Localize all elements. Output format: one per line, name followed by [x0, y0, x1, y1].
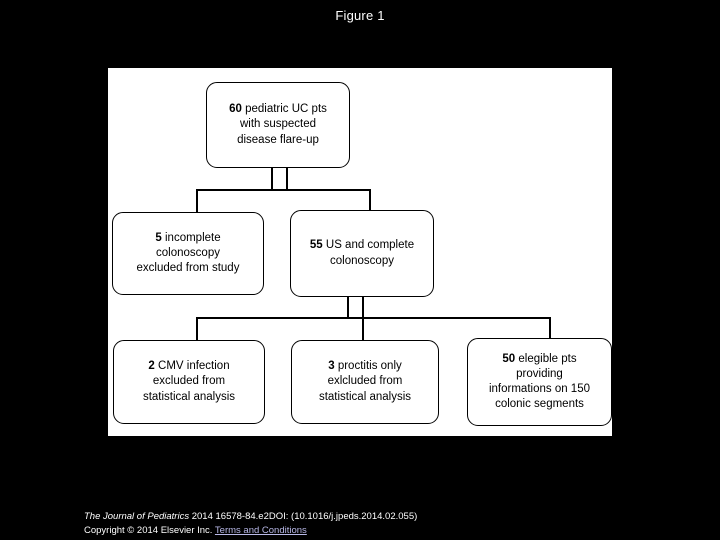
- connector-drop-eligible: [549, 317, 551, 339]
- connector-top-stub-right: [286, 168, 288, 191]
- flow-node-line: 3 proctitis only: [328, 360, 402, 373]
- flow-node-line: statistical analysis: [318, 390, 412, 403]
- flow-node-line: colonoscopy: [330, 254, 394, 267]
- flow-node-line: 55 US and complete: [309, 239, 415, 252]
- journal-name: The Journal of Pediatrics: [84, 511, 190, 522]
- copyright-text: Copyright © 2014 Elsevier Inc.: [84, 524, 213, 536]
- copyright-line: Copyright © 2014 Elsevier Inc. Terms and…: [84, 524, 644, 538]
- flow-node-line: 60 pediatric UC pts: [229, 103, 327, 116]
- connector-drop-incomplete: [196, 189, 198, 213]
- flow-node-count: 55: [309, 239, 323, 252]
- flow-node-line: informations on 150: [488, 383, 590, 395]
- flow-node-count: 50: [502, 352, 516, 365]
- connector-mid-stub-left: [347, 297, 349, 319]
- terms-and-conditions-link[interactable]: Terms and Conditions: [214, 524, 307, 536]
- connector-split-bar-lower: [196, 317, 551, 319]
- flow-node-count: 2: [148, 360, 155, 373]
- flow-node-eligible-patients: 50 elegible pts providing informations o…: [467, 338, 612, 426]
- flow-node-line: disease flare-up: [237, 133, 319, 146]
- flow-node-line: excluded from: [152, 375, 226, 388]
- figure-panel: 60 pediatric UC pts with suspected disea…: [108, 68, 612, 436]
- flow-node-line: providing: [516, 367, 563, 380]
- flow-node-incomplete-colonoscopy: 5 incomplete colonoscopy excluded from s…: [112, 212, 264, 295]
- flow-node-total-patients: 60 pediatric UC pts with suspected disea…: [206, 82, 350, 168]
- flow-node-line: 2 CMV infection: [148, 360, 230, 373]
- flowchart-diagram: 60 pediatric UC pts with suspected disea…: [108, 68, 612, 436]
- figure-title: Figure 1: [335, 8, 385, 23]
- flow-node-proctitis-only: 3 proctitis only exlcluded from statisti…: [291, 340, 439, 424]
- flow-node-line: excluded from study: [136, 262, 240, 275]
- flow-node-line: statistical analysis: [142, 390, 236, 403]
- connector-drop-us: [369, 189, 371, 211]
- flow-node-line: 50 elegible pts: [502, 352, 577, 365]
- flow-node-count: 3: [328, 360, 335, 373]
- connector-mid-stub-center: [362, 297, 364, 342]
- flow-node-line: exlcluded from: [327, 375, 403, 388]
- flow-node-line: colonoscopy: [156, 246, 220, 259]
- flow-node-cmv-infection: 2 CMV infection excluded from statistica…: [113, 340, 265, 424]
- flow-node-us-complete-colonoscopy: 55 US and complete colonoscopy: [290, 210, 434, 297]
- citation-details: 2014 16578-84.e2DOI: (10.1016/j.jpeds.20…: [189, 511, 418, 522]
- footer-citation: The Journal of Pediatrics 2014 16578-84.…: [84, 510, 644, 538]
- connector-top-stub-left: [271, 168, 273, 191]
- connector-drop-cmv: [196, 317, 198, 341]
- flow-node-line: 5 incomplete: [155, 231, 221, 244]
- connector-split-bar-upper: [196, 189, 371, 191]
- flow-node-line: with suspected: [239, 118, 317, 131]
- flow-node-count: 5: [155, 231, 162, 244]
- citation-line: The Journal of Pediatrics 2014 16578-84.…: [84, 510, 644, 524]
- flow-node-line: colonic segments: [495, 398, 584, 411]
- flow-node-count: 60: [229, 103, 242, 116]
